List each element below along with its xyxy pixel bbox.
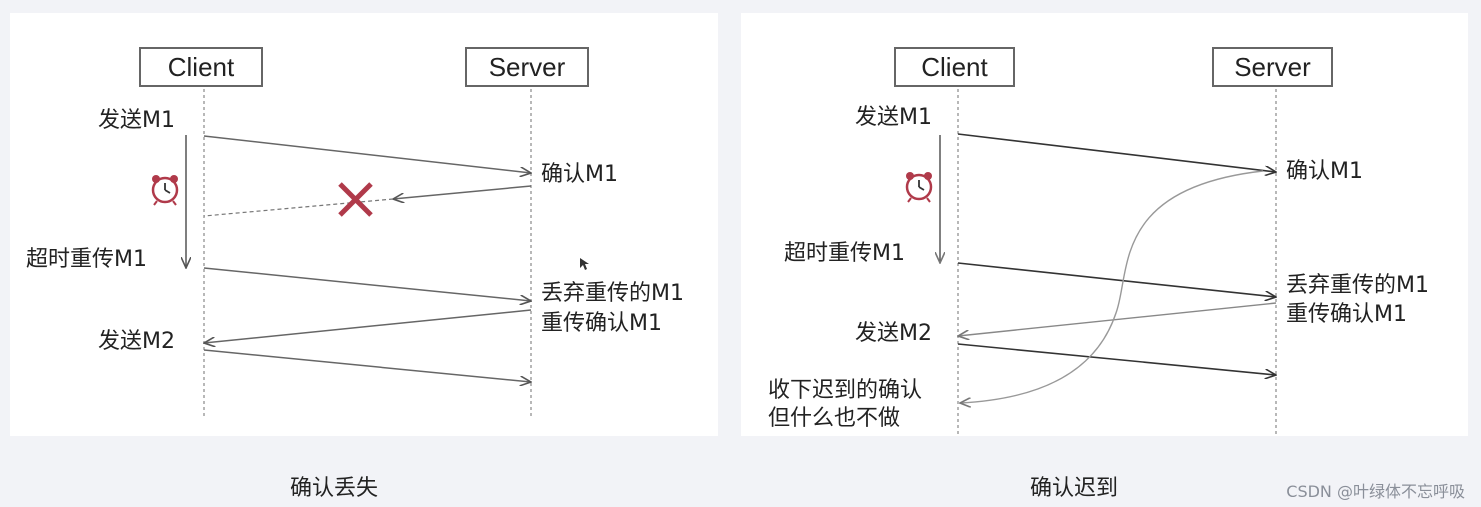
client-box: Client bbox=[894, 47, 1015, 87]
late-ack-label-line1: 收下迟到的确认 bbox=[768, 378, 923, 403]
ack-lost-lines bbox=[151, 89, 589, 418]
server-label: Server bbox=[488, 51, 566, 82]
late-ack-curve bbox=[960, 170, 1264, 403]
send-m2-arrow bbox=[203, 349, 531, 382]
send-m1-label: 发送M1 bbox=[855, 105, 932, 130]
discard-label-line1: 丢弃重传的M1 bbox=[1286, 273, 1429, 298]
cursor-icon bbox=[580, 258, 589, 270]
send-m1-label: 发送M1 bbox=[98, 108, 175, 133]
caption-ack-lost: 确认丢失 bbox=[290, 476, 379, 501]
discard-label-line1: 丢弃重传的M1 bbox=[541, 281, 684, 306]
discard-label-line2: 重传确认M1 bbox=[1286, 302, 1407, 327]
timeout-resend-label: 超时重传M1 bbox=[784, 241, 905, 266]
client-label: Client bbox=[921, 51, 988, 82]
client-label: Client bbox=[167, 51, 235, 82]
alarm-clock-icon bbox=[151, 175, 179, 206]
late-ack-label-line2: 但什么也不做 bbox=[768, 406, 901, 431]
send-m1-arrow bbox=[203, 135, 531, 173]
ack-lost-dashed bbox=[203, 198, 394, 217]
send-m2-label: 发送M2 bbox=[855, 321, 932, 346]
alarm-clock-icon bbox=[905, 172, 933, 203]
ack-late-lines bbox=[905, 89, 1468, 436]
ack-late-diagram: Client Server 发送M1 确认M1 超时重传M1 丢弃重传的M1 重… bbox=[741, 13, 1468, 436]
watermark: CSDN @叶绿体不忘呼吸 bbox=[1286, 482, 1465, 501]
client-box: Client bbox=[139, 47, 263, 87]
server-box: Server bbox=[1212, 47, 1333, 87]
lost-x-icon bbox=[338, 182, 373, 217]
send-m2-label: 发送M2 bbox=[98, 329, 175, 354]
caption-ack-late: 确认迟到 bbox=[1030, 476, 1119, 501]
confirm-m1-label: 确认M1 bbox=[541, 162, 618, 187]
server-box: Server bbox=[465, 47, 589, 87]
resend-ack-arrow bbox=[958, 302, 1277, 336]
resend-m1-arrow bbox=[203, 267, 531, 301]
timeout-resend-label: 超时重传M1 bbox=[26, 247, 147, 272]
server-label: Server bbox=[1234, 51, 1311, 82]
send-m2-arrow bbox=[957, 343, 1276, 375]
resend-m1-arrow bbox=[957, 262, 1276, 297]
confirm-m1-label: 确认M1 bbox=[1286, 159, 1363, 184]
discard-label-line2: 重传确认M1 bbox=[541, 311, 662, 336]
send-m1-arrow bbox=[957, 133, 1276, 172]
ack-m1-arrow bbox=[393, 185, 532, 199]
resend-ack-arrow bbox=[204, 309, 532, 343]
ack-lost-diagram: Client Server 发送M1 确认M1 超时重传M1 丢弃重传的M1 重… bbox=[10, 13, 718, 436]
